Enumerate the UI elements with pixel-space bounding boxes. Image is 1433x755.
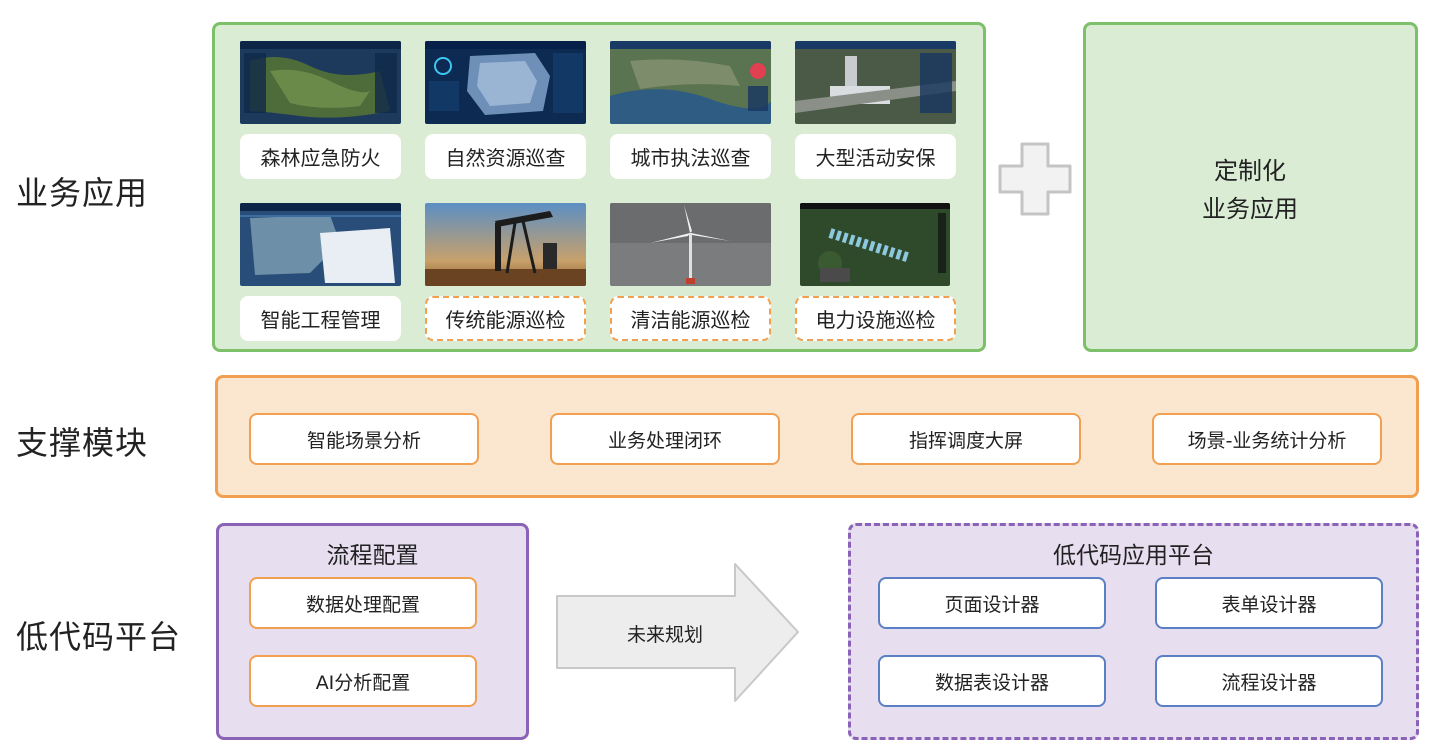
module-command-screen[interactable]: 指挥调度大屏 bbox=[851, 413, 1081, 465]
flow-designer[interactable]: 流程设计器 bbox=[1155, 655, 1383, 707]
app-card-event-security[interactable]: 大型活动安保 bbox=[795, 134, 956, 179]
plus-icon bbox=[998, 142, 1072, 216]
wind-turbine-thumbnail[interactable] bbox=[610, 203, 771, 286]
custom-business-panel bbox=[1083, 22, 1418, 352]
row-label-support: 支撑模块 bbox=[16, 424, 149, 462]
app-card-traditional-energy[interactable]: 传统能源巡检 bbox=[425, 296, 586, 341]
page-designer[interactable]: 页面设计器 bbox=[878, 577, 1106, 629]
app-card-power-facility[interactable]: 电力设施巡检 bbox=[795, 296, 956, 341]
datatable-designer[interactable]: 数据表设计器 bbox=[878, 655, 1106, 707]
app-card-natural-resources[interactable]: 自然资源巡查 bbox=[425, 134, 586, 179]
custom-business-label: 定制化 业务应用 bbox=[1086, 152, 1414, 228]
city-law-enforcement-thumbnail[interactable] bbox=[610, 41, 771, 124]
row-label-business: 业务应用 bbox=[16, 174, 149, 212]
future-arrow-icon bbox=[556, 563, 799, 702]
app-card-engineering[interactable]: 智能工程管理 bbox=[240, 296, 401, 341]
oil-pump-thumbnail[interactable] bbox=[425, 203, 586, 286]
flow-config-title: 流程配置 bbox=[326, 543, 419, 569]
module-scene-analysis[interactable]: 智能场景分析 bbox=[249, 413, 479, 465]
event-security-thumbnail[interactable] bbox=[795, 41, 956, 124]
engineering-thumbnail[interactable] bbox=[240, 203, 401, 286]
forest-fire-thumbnail[interactable] bbox=[240, 41, 401, 124]
app-card-forest-fire[interactable]: 森林应急防火 bbox=[240, 134, 401, 179]
power-facility-thumbnail[interactable] bbox=[800, 203, 950, 286]
future-plan-label: 未来规划 bbox=[626, 624, 703, 646]
row-label-lowcode: 低代码平台 bbox=[16, 618, 182, 656]
form-designer[interactable]: 表单设计器 bbox=[1155, 577, 1383, 629]
module-statistics[interactable]: 场景-业务统计分析 bbox=[1152, 413, 1382, 465]
module-business-loop[interactable]: 业务处理闭环 bbox=[550, 413, 780, 465]
data-processing-config[interactable]: 数据处理配置 bbox=[249, 577, 477, 629]
natural-resources-thumbnail[interactable] bbox=[425, 41, 586, 124]
app-card-clean-energy[interactable]: 清洁能源巡检 bbox=[610, 296, 771, 341]
app-card-city-enforcement[interactable]: 城市执法巡查 bbox=[610, 134, 771, 179]
custom-line-2: 业务应用 bbox=[1202, 195, 1298, 223]
lowcode-platform-title: 低代码应用平台 bbox=[1053, 543, 1214, 569]
ai-analysis-config[interactable]: AI分析配置 bbox=[249, 655, 477, 707]
custom-line-1: 定制化 bbox=[1214, 157, 1286, 185]
